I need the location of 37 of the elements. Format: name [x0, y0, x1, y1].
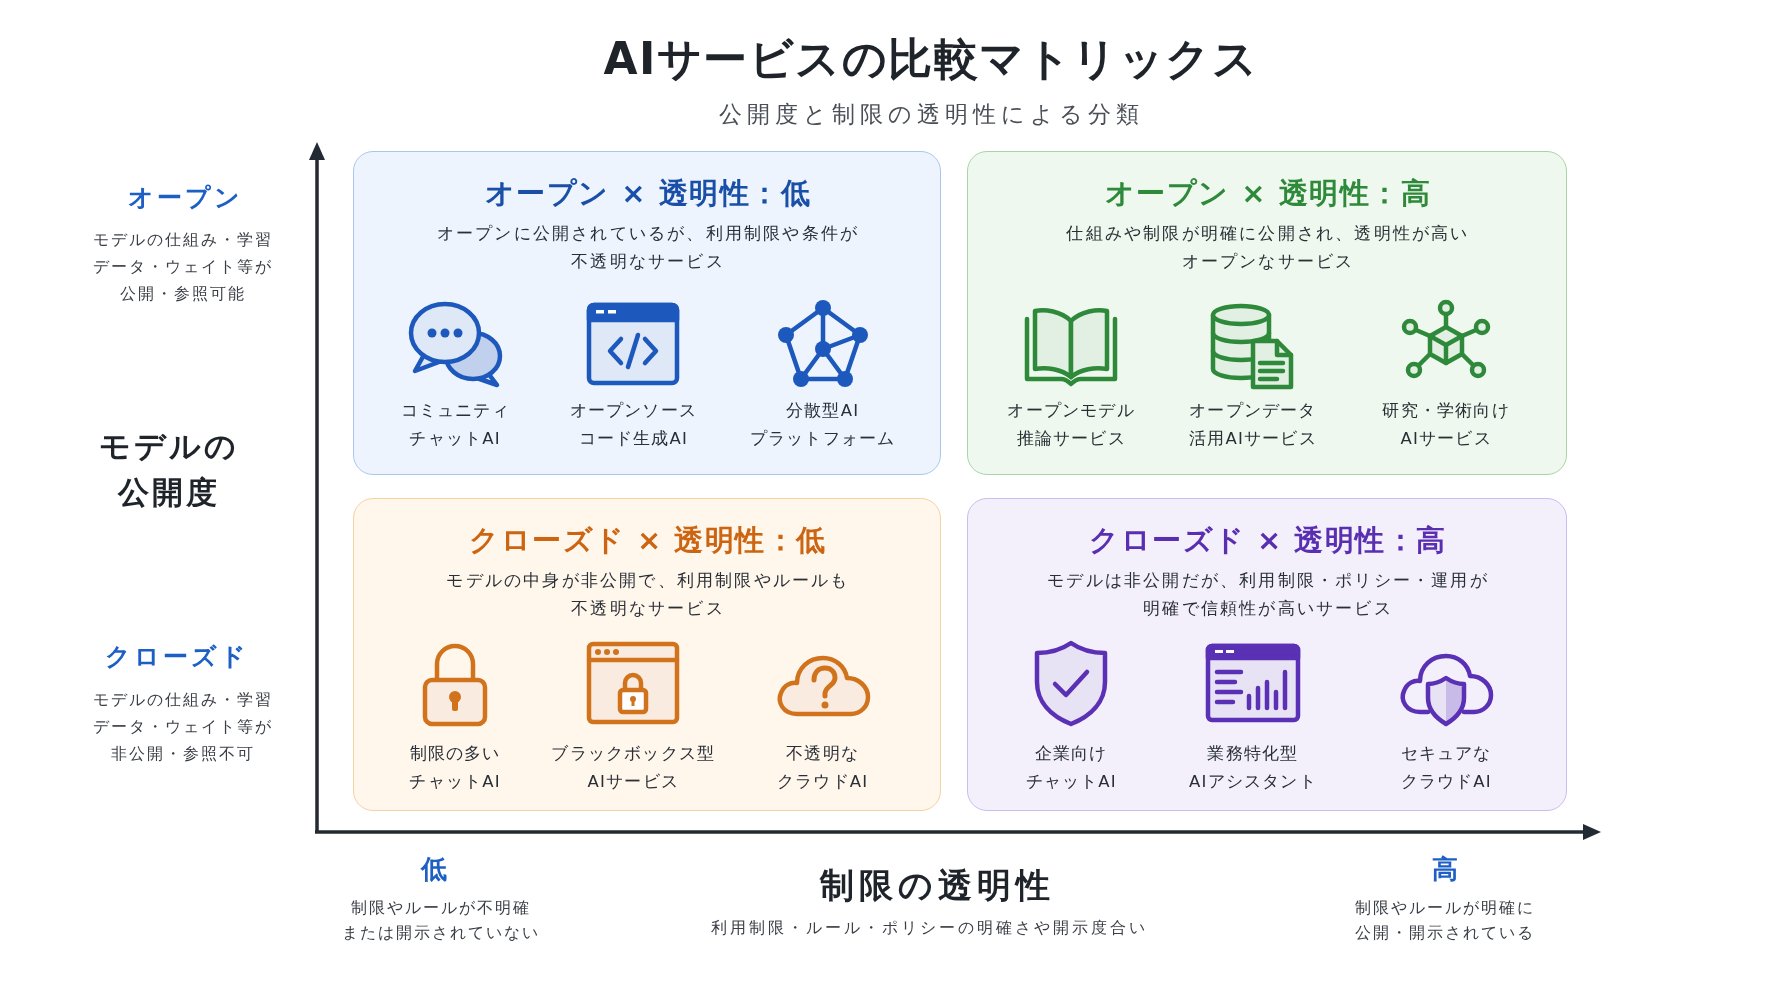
diagram-subtitle: 公開度と制限の透明性による分類	[718, 100, 1144, 129]
axis-description: モデルの仕組み・学習データ・ウェイト等が公開・参照可能	[93, 229, 273, 305]
quadrant-panel	[967, 151, 1567, 475]
service-label: 業務特化型AIアシスタント	[1189, 743, 1317, 793]
quadrant-description: モデルの中身が非公開で、利用制限やルールも不透明なサービス	[446, 569, 850, 620]
diagram-title: AIサービスの比較マトリックス	[603, 32, 1259, 86]
quadrant-heading: オープン × 透明性：高	[1104, 175, 1432, 212]
axis-description: モデルの仕組み・学習データ・ウェイト等が非公開・参照不可	[93, 689, 273, 765]
axis-end-label: 低	[421, 853, 447, 886]
axis-end-label: 高	[1432, 853, 1458, 886]
quadrant-heading: クローズド × 透明性：低	[469, 522, 827, 559]
axis-end-label: オープン	[127, 182, 243, 214]
quadrant-panel	[967, 498, 1567, 811]
axis-description: 利用制限・ルール・ポリシーの明確さや開示度合い	[710, 917, 1148, 939]
axis-title: モデルの公開度	[99, 427, 239, 512]
service-label: ブラックボックス型AIサービス	[551, 743, 716, 793]
service-label: オープンモデル推論サービス	[1007, 400, 1135, 450]
quadrant-panel	[353, 151, 941, 475]
axis-description: 制限やルールが不明確または開示されていない	[342, 898, 540, 944]
service-label: オープンデータ活用AIサービス	[1189, 400, 1317, 450]
service-label: オープンソースコード生成AI	[569, 400, 697, 450]
axis-end-label: クローズド	[105, 641, 249, 673]
service-label: コミュニティチャットAI	[400, 400, 510, 450]
service-label: 制限の多いチャットAI	[409, 743, 501, 793]
quadrant-heading: オープン × 透明性：低	[484, 175, 812, 212]
service-label: 分散型AIプラットフォーム	[749, 400, 896, 450]
quadrant-panel	[353, 498, 941, 811]
axis-description: 制限やルールが明確に公開・開示されている	[1355, 898, 1535, 944]
service-label: 企業向けチャットAI	[1025, 743, 1117, 793]
service-label: 不透明なクラウドAI	[776, 743, 869, 793]
quadrant-description: モデルは非公開だが、利用制限・ポリシー・運用が明確で信頼性が高いサービス	[1047, 569, 1489, 620]
quadrant-description: 仕組みや制限が明確に公開され、透明性が高いオープンなサービス	[1066, 222, 1470, 273]
quadrant-description: オープンに公開されているが、利用制限や条件が不透明なサービス	[436, 222, 860, 273]
quadrant-heading: クローズド × 透明性：高	[1089, 522, 1447, 559]
service-label: セキュアなクラウドAI	[1400, 743, 1492, 793]
service-label: 研究・学術向けAIサービス	[1382, 400, 1510, 450]
axis-title: 制限の透明性	[819, 864, 1055, 907]
